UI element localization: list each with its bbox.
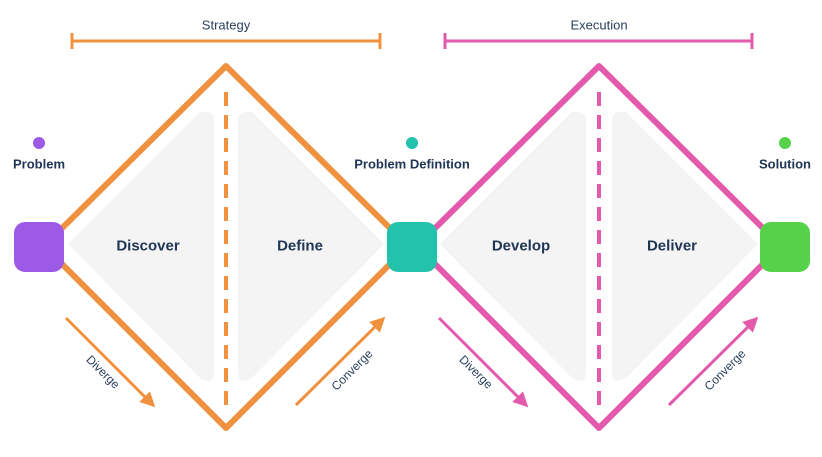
develop-label: Develop	[491, 237, 551, 255]
solution-dot	[779, 137, 791, 149]
diverge-arrow-1	[64, 316, 156, 408]
solution-square	[760, 222, 810, 272]
converge-arrow-1	[294, 316, 386, 407]
strategy-diamond	[41, 63, 411, 431]
execution-diamond	[414, 63, 784, 431]
strategy-bracket	[70, 33, 382, 49]
define-label: Define	[277, 237, 323, 255]
problem-dot	[33, 137, 45, 149]
problem-definition-label: Problem Definition	[354, 156, 470, 172]
problem-definition-square	[387, 222, 437, 272]
define-panel	[238, 112, 384, 381]
deliver-panel	[612, 112, 758, 381]
execution-bracket	[443, 33, 754, 49]
discover-panel	[68, 112, 214, 381]
problem-label: Problem	[12, 156, 66, 172]
develop-panel	[440, 112, 586, 381]
execution-label: Execution	[570, 17, 628, 33]
discover-label: Discover	[116, 237, 180, 255]
deliver-label: Deliver	[646, 237, 698, 255]
problem-definition-dot	[406, 137, 418, 149]
diverge-arrow-2	[437, 316, 529, 408]
problem-square	[14, 222, 64, 272]
solution-label: Solution	[759, 156, 811, 172]
strategy-label: Strategy	[201, 17, 251, 33]
converge-arrow-2	[667, 316, 759, 407]
